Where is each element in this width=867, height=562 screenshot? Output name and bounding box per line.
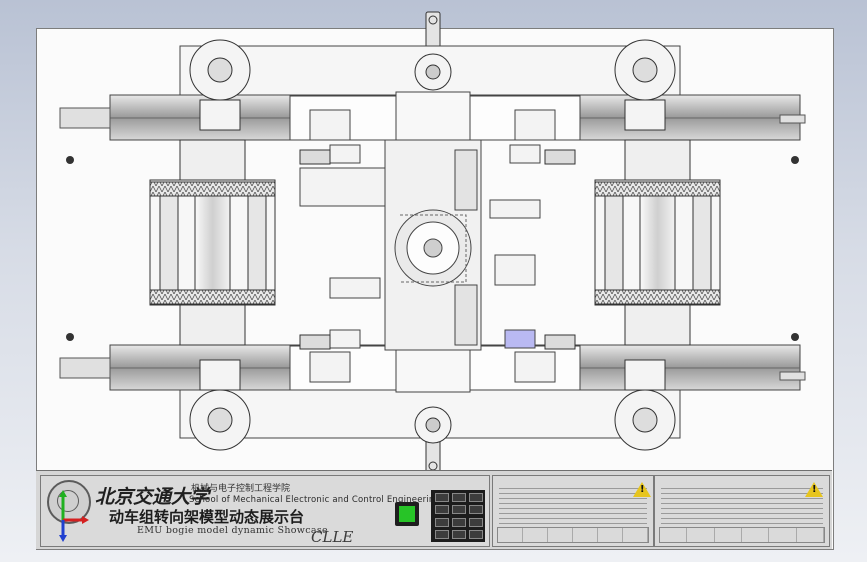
rail-stubs — [59, 107, 806, 381]
keypad-key[interactable] — [435, 529, 449, 539]
revision-table — [497, 527, 649, 543]
green-start-button[interactable] — [395, 502, 419, 526]
revision-table — [659, 527, 825, 543]
notes-text-lines — [661, 488, 823, 528]
center-pivot-top — [414, 53, 452, 444]
warning-icon — [633, 482, 651, 497]
university-name: 北京交通大学 — [95, 486, 210, 508]
keypad-key[interactable] — [469, 505, 483, 515]
brand-zone: 北京交通大学 机械与电子控制工程学院 School of Mechanical … — [40, 475, 490, 547]
center-bolster — [384, 91, 482, 393]
keypad-key[interactable] — [435, 505, 449, 515]
keypad-key[interactable] — [435, 493, 449, 502]
top-clevis — [425, 11, 441, 55]
school-name-cn: 机械与电子控制工程学院 — [191, 484, 291, 494]
notes-zone-en — [654, 475, 830, 547]
title-block: 北京交通大学 机械与电子控制工程学院 School of Mechanical … — [36, 470, 832, 549]
notes-zone-cn — [492, 475, 654, 547]
wheelset-left — [149, 139, 276, 346]
university-seal-icon — [47, 480, 91, 524]
triad-icon[interactable] — [51, 490, 91, 542]
mounting-bolts — [66, 156, 799, 341]
warning-icon — [805, 482, 823, 497]
keypad-key[interactable] — [452, 505, 466, 515]
keypad-key[interactable] — [452, 517, 466, 527]
project-title-cn: 动车组转向架模型动态展示台 — [109, 508, 305, 526]
keypad-key[interactable] — [469, 529, 483, 539]
project-title-en: EMU bogie model dynamic Showcase — [137, 525, 328, 536]
notes-text-lines — [499, 488, 647, 528]
axlebox-top-right — [614, 39, 676, 131]
keypad-key[interactable] — [452, 493, 466, 502]
school-name-en: School of Mechanical Electronic and Cont… — [189, 495, 441, 505]
designer-signature: CLLE — [311, 528, 354, 546]
keypad-key[interactable] — [452, 529, 466, 539]
keypad-key[interactable] — [469, 517, 483, 527]
wheelset-right — [594, 139, 721, 346]
dampers — [299, 149, 576, 350]
keypad-key[interactable] — [435, 517, 449, 527]
axlebox-bottom-right — [614, 359, 676, 451]
keypad-icon[interactable] — [431, 490, 485, 542]
axlebox-top-left — [189, 39, 251, 131]
axlebox-bottom-left — [189, 359, 251, 451]
keypad-key[interactable] — [469, 493, 483, 502]
